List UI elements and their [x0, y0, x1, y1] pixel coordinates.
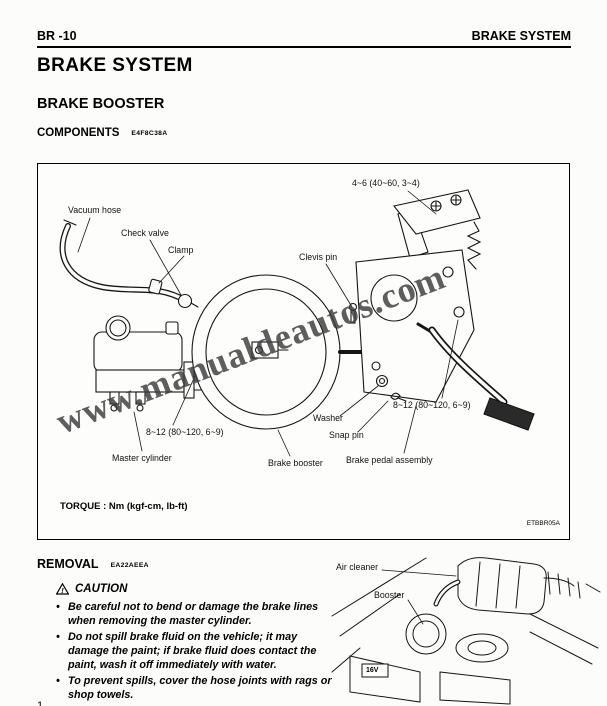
- label-snap-pin: Snap pin: [329, 430, 364, 440]
- body-lines-drawing: [331, 557, 599, 673]
- caution-header: ! CAUTION: [56, 583, 340, 595]
- master-cylinder-drawing: [93, 315, 207, 412]
- removal-heading: REMOVAL: [37, 557, 99, 571]
- removal-code: EA22AEEA: [110, 562, 149, 569]
- vacuum-hose-drawing: [59, 219, 199, 309]
- figure-code: ETBBR05A: [526, 520, 560, 527]
- label-torque-left: 8~12 (80~120, 6~9): [146, 427, 224, 437]
- torque-note: TORQUE : Nm (kgf-cm, lb-ft): [60, 501, 188, 512]
- label-vacuum-hose: Vacuum hose: [68, 205, 122, 215]
- section-title: BRAKE BOOSTER: [37, 96, 165, 112]
- engine-block-drawing: [349, 655, 511, 705]
- label-torque-top: 4~6 (40~60, 3~4): [352, 178, 420, 188]
- booster-in-bay-drawing: [405, 613, 509, 663]
- caution-item: Do not spill brake fluid on the vehicle;…: [56, 630, 340, 672]
- engine-bay-diagram: [331, 557, 601, 705]
- engine-badge: 16V: [366, 667, 379, 674]
- components-figure: 4~6 (40~60, 3~4) Vacuum hose Check valve…: [37, 163, 570, 540]
- air-cleaner-drawing: [433, 557, 601, 615]
- engine-bay-figure: Air cleaner Booster 16V: [330, 552, 606, 706]
- label-air-cleaner: Air cleaner: [336, 562, 379, 572]
- label-clamp: Clamp: [168, 245, 194, 255]
- label-check-valve: Check valve: [121, 228, 169, 238]
- brake-booster-diagram: [59, 189, 535, 457]
- caution-block: ! CAUTION Be careful not to bend or dama…: [56, 583, 340, 704]
- leader-lines: [77, 190, 459, 457]
- label-brake-pedal-assembly: Brake pedal assembly: [346, 455, 433, 465]
- caution-title: CAUTION: [75, 583, 128, 595]
- header-divider: [37, 46, 571, 48]
- label-torque-right: 8~12 (80~120, 6~9): [393, 400, 471, 410]
- label-booster: Booster: [374, 590, 405, 600]
- page-title: BRAKE SYSTEM: [37, 55, 193, 76]
- page-number: BR -10: [37, 29, 77, 43]
- booster-drawing: [191, 274, 341, 430]
- components-code: E4F8C38A: [131, 130, 168, 137]
- leader-lines: [381, 569, 457, 625]
- pedal-assembly-drawing: [355, 189, 535, 431]
- components-heading: COMPONENTS: [37, 127, 120, 139]
- caution-item: To prevent spills, cover the hose joints…: [56, 674, 340, 702]
- label-clevis-pin: Clevis pin: [299, 252, 338, 262]
- components-heading-row: COMPONENTS E4F8C38A: [37, 127, 167, 139]
- svg-text:!: !: [61, 586, 64, 595]
- label-brake-booster: Brake booster: [268, 458, 323, 468]
- caution-item: Be careful not to bend or damage the bra…: [56, 600, 340, 628]
- label-washer: Washer: [313, 413, 343, 423]
- label-master-cylinder: Master cylinder: [112, 453, 172, 463]
- caution-list: Be careful not to bend or damage the bra…: [56, 600, 340, 702]
- page-header: BR -10 BRAKE SYSTEM: [37, 29, 571, 43]
- partial-step-text: 1.: [37, 700, 47, 706]
- warning-icon: !: [56, 583, 69, 595]
- removal-heading-row: REMOVAL EA22AEEA: [37, 557, 149, 571]
- header-section-title: BRAKE SYSTEM: [471, 29, 571, 43]
